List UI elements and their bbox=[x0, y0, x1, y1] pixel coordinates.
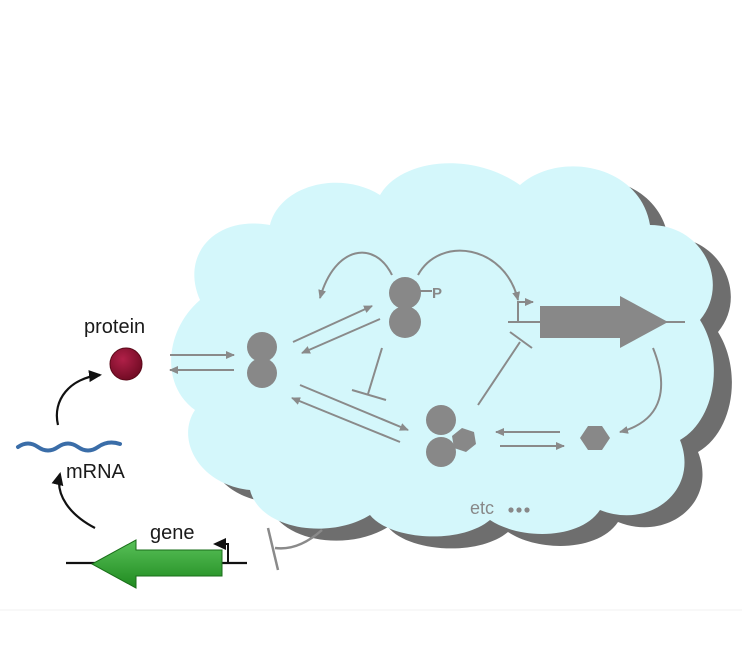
hexagon-ligand bbox=[580, 426, 610, 450]
dimer-phosphorylated bbox=[389, 277, 432, 338]
curve-left-loop bbox=[318, 251, 393, 299]
arrow-phospho-to-dimer bbox=[301, 318, 381, 354]
network bbox=[169, 249, 685, 450]
complex bbox=[426, 405, 476, 467]
promoter-mark bbox=[517, 298, 534, 322]
etc-label: etc bbox=[470, 498, 530, 518]
arrow-complex-to-dimer bbox=[291, 397, 401, 443]
gene-label: gene bbox=[150, 522, 195, 544]
gene-arrow-icon bbox=[90, 539, 223, 589]
curve-right-loop bbox=[417, 249, 521, 301]
gene-to-mrna-arrow bbox=[51, 472, 96, 529]
phospho-label: P bbox=[432, 285, 442, 302]
inhibition-down bbox=[367, 347, 383, 395]
cloud-to-gene-inhibition bbox=[274, 529, 323, 550]
protein-label: protein bbox=[84, 316, 145, 338]
cloud bbox=[171, 163, 714, 537]
curve-product bbox=[619, 347, 663, 434]
network-gene-arrow bbox=[540, 296, 668, 348]
mrna-label: mRNA bbox=[66, 461, 126, 483]
svg-text:etc: etc bbox=[470, 498, 494, 518]
protein-icon bbox=[109, 347, 143, 381]
inhibition-up bbox=[477, 341, 521, 406]
arrow-dimer-to-phospho bbox=[292, 305, 373, 343]
mrna-icon bbox=[16, 440, 122, 453]
arrow-dimer-to-complex bbox=[299, 384, 409, 431]
gene-promoter-mark bbox=[213, 538, 229, 563]
dimer-left bbox=[247, 332, 277, 388]
mrna-to-protein-arrow bbox=[55, 370, 102, 426]
